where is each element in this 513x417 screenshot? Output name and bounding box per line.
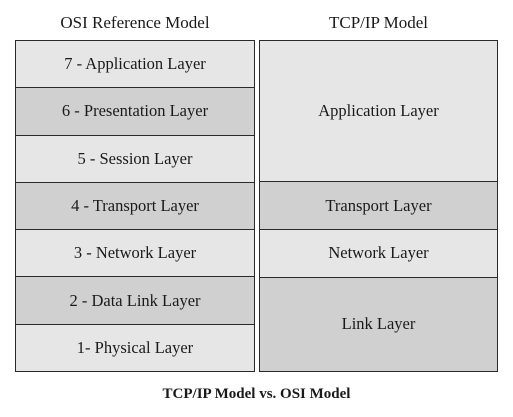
tcpip-layer-stack: Application Layer Transport Layer Networ… — [259, 40, 498, 372]
osi-physical-layer: 1- Physical Layer — [16, 323, 254, 371]
osi-presentation-layer: 6 - Presentation Layer — [16, 87, 254, 135]
tcpip-network-layer: Network Layer — [260, 228, 497, 277]
osi-session-layer: 5 - Session Layer — [16, 134, 254, 182]
osi-model-title: OSI Reference Model — [60, 13, 210, 32]
osi-transport-layer: 4 - Transport Layer — [16, 181, 254, 230]
tcpip-link-layer: Link Layer — [260, 276, 497, 371]
tcpip-application-layer: Application Layer — [260, 41, 497, 182]
figure-caption: TCP/IP Model vs. OSI Model — [162, 386, 351, 402]
osi-data-link-layer: 2 - Data Link Layer — [16, 276, 254, 324]
osi-application-layer: 7 - Application Layer — [16, 41, 254, 88]
osi-network-layer: 3 - Network Layer — [16, 229, 254, 277]
tcpip-transport-layer: Transport Layer — [260, 181, 497, 229]
tcpip-model-title: TCP/IP Model — [328, 13, 429, 32]
osi-layer-stack: 7 - Application Layer 6 - Presentation L… — [15, 40, 255, 372]
